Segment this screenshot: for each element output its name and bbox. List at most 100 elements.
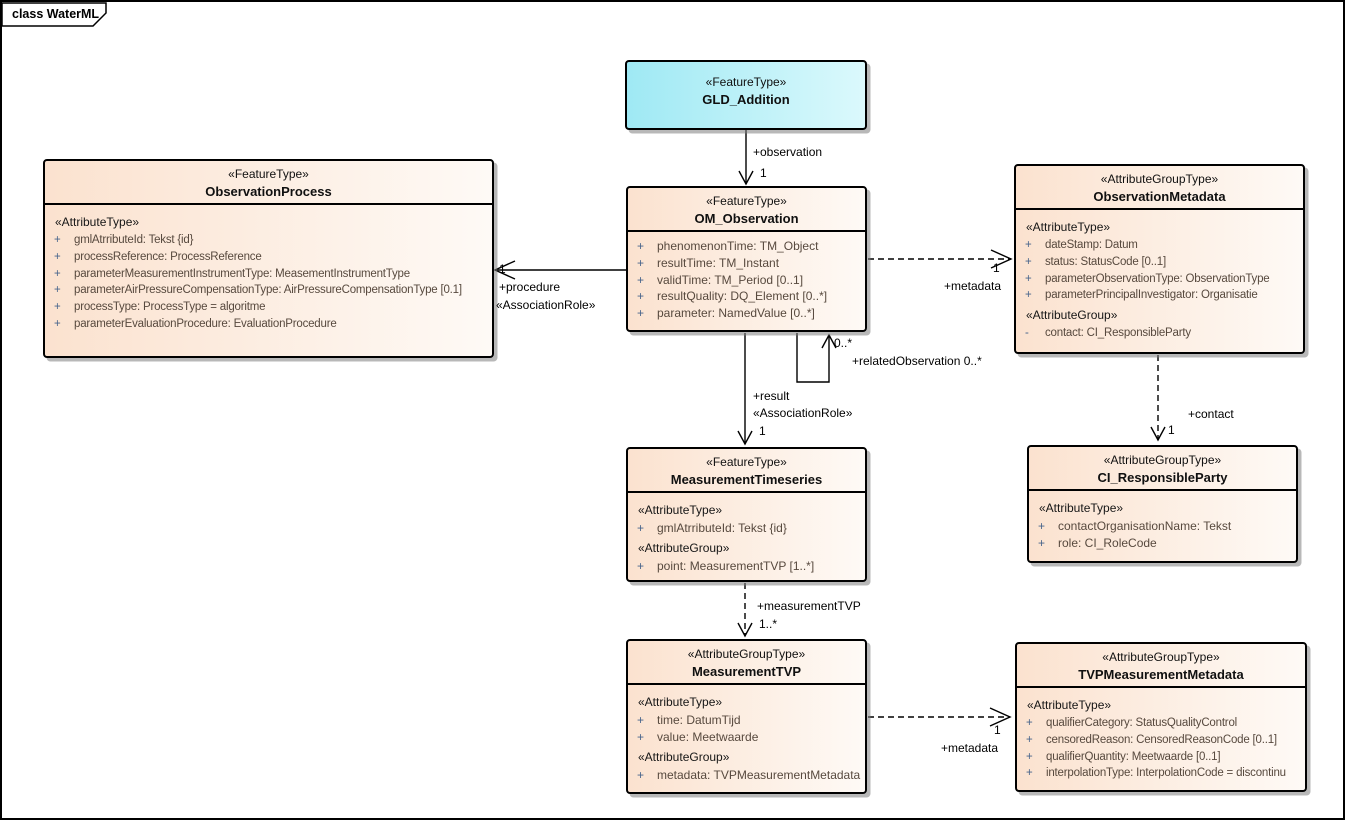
attribute-text: parameter: NamedValue [0..*]	[657, 306, 815, 321]
attribute-row: +time: DatumTijd	[634, 712, 861, 729]
role-label-procedure: +procedure	[499, 280, 561, 294]
multiplicity-measurement-tvp: 1..*	[759, 617, 778, 631]
multiplicity-procedure: 1	[499, 262, 506, 276]
class-ci-responsible-party[interactable]: «AttributeGroupType» CI_ResponsibleParty…	[1027, 445, 1298, 563]
role-label-measurement-tvp: +measurementTVP	[757, 599, 861, 613]
class-attributes: «AttributeType»+time: DatumTijd+value: M…	[628, 683, 865, 787]
attribute-text: parameterAirPressureCompensationType: Ai…	[74, 284, 462, 297]
visibility-sign: +	[637, 255, 645, 270]
attribute-text: point: MeasurementTVP [1..*]	[657, 558, 815, 573]
attribute-row: +qualifierQuantity: Meetwaarde [0..1]	[1023, 749, 1301, 766]
visibility-sign: +	[1026, 750, 1033, 763]
class-stereotype: «FeatureType»	[228, 167, 309, 181]
attribute-row: +resultTime: TM_Instant	[634, 255, 861, 272]
class-name: CI_ResponsibleParty	[1097, 470, 1228, 485]
attribute-row: + processReference: ProcessReference	[51, 249, 488, 266]
attribute-text: role: CI_RoleCode	[1058, 535, 1157, 550]
role-label-result: +result	[753, 389, 790, 403]
visibility-sign: +	[1026, 767, 1033, 780]
class-observation-process[interactable]: «FeatureType» ObservationProcess «Attrib…	[43, 159, 494, 358]
attribute-text: interpolationType: InterpolationCode = d…	[1046, 767, 1286, 780]
connector-measurement-tvp[interactable]	[737, 583, 753, 638]
attribute-row: +gmlAtrributeId: Tekst {id}	[51, 232, 488, 249]
section-heading: «AttributeType»	[1027, 698, 1112, 712]
stereotype-label-procedure: «AssociationRole»	[496, 298, 596, 312]
visibility-sign: +	[54, 250, 61, 263]
attribute-text: parameterMeasurementInstrumentType: Meas…	[74, 267, 410, 280]
class-measurement-timeseries[interactable]: «FeatureType» MeasurementTimeseries «Att…	[626, 447, 867, 582]
class-header: «AttributeGroupType» CI_ResponsibleParty	[1029, 447, 1296, 489]
attribute-row: +value: Meetwaarde	[634, 729, 861, 746]
section-heading: «AttributeGroup»	[638, 749, 730, 764]
attribute-row: + interpolationType: InterpolationCode = …	[1023, 765, 1301, 782]
attribute-row: + parameterPrincipalInvestigator: Organis…	[1022, 287, 1299, 304]
attribute-text: gmlAtrributeId: Tekst {id}	[74, 234, 194, 246]
class-header: «FeatureType» MeasurementTimeseries	[628, 449, 865, 491]
visibility-sign: +	[637, 272, 645, 287]
attribute-row: -contact: CI_ResponsibleParty	[1022, 325, 1299, 342]
visibility-sign: +	[1025, 289, 1032, 302]
attribute-text: censoredReason: CensoredReasonCode [0..1…	[1046, 733, 1277, 746]
class-stereotype: «AttributeGroupType»	[687, 647, 806, 661]
connector-result[interactable]	[737, 333, 753, 446]
connector-metadata-observation[interactable]	[868, 249, 1013, 269]
connector-related-observation[interactable]	[796, 333, 837, 383]
visibility-sign: +	[637, 713, 645, 727]
class-name: OM_Observation	[694, 211, 799, 226]
visibility-sign: +	[637, 767, 645, 782]
section-heading: «AttributeGroup»	[1026, 308, 1118, 323]
frame-tab	[2, 2, 107, 27]
class-header: «FeatureType» GLD_Addition	[627, 62, 865, 111]
visibility-sign: +	[637, 521, 645, 535]
class-name: GLD_Addition	[702, 92, 790, 107]
attribute-text: parameterPrincipalInvestigator: Organisa…	[1045, 289, 1258, 302]
class-measurement-tvp[interactable]: «AttributeGroupType» MeasurementTVP «Att…	[626, 639, 867, 794]
class-attributes: «AttributeType»+dateStamp: Datum+status:…	[1016, 208, 1303, 346]
attribute-text: processType: ProcessType = algoritme	[74, 301, 266, 314]
connector-metadata-tvp[interactable]	[868, 707, 1012, 727]
connector-contact[interactable]	[1150, 355, 1166, 442]
attribute-text: validTime: TM_Period [0..1]	[657, 272, 804, 287]
attribute-row: +resultQuality: DQ_Element [0..*]	[634, 288, 861, 305]
attribute-row: + role: CI_RoleCode	[1035, 535, 1292, 552]
class-attributes: «AttributeType»+gmlAtrributeId: Tekst {i…	[45, 203, 492, 337]
class-tvp-measurement-metadata[interactable]: «AttributeGroupType» TVPMeasurementMetad…	[1015, 642, 1307, 792]
section-heading: «AttributeType»	[1026, 220, 1111, 234]
class-stereotype: «FeatureType»	[706, 194, 787, 208]
multiplicity-related-observation: 0..*	[834, 336, 853, 350]
visibility-sign: +	[1026, 733, 1033, 746]
class-name: ObservationMetadata	[1093, 189, 1226, 204]
section-heading: «AttributeType»	[1039, 501, 1124, 515]
attribute-row: +gmlAtrributeId: Tekst {id}	[634, 520, 861, 537]
attribute-text: qualifierCategory: StatusQualityControl	[1046, 717, 1237, 729]
attribute-row: + processType: ProcessType = algoritme	[51, 299, 488, 316]
class-attributes: «AttributeType» + contactOrganisationName:…	[1029, 489, 1296, 556]
connector-procedure[interactable]	[493, 260, 626, 280]
attribute-text: processReference: ProcessReference	[74, 250, 262, 263]
role-label-related-observation: +relatedObservation 0..*	[852, 354, 982, 368]
class-attributes: «AttributeType»+gmlAtrributeId: Tekst {i…	[628, 491, 865, 579]
class-observation-metadata[interactable]: «AttributeGroupType» ObservationMetadata…	[1014, 164, 1305, 354]
connector-observation[interactable]	[738, 130, 754, 186]
class-attributes: +phenomenonTime: TM_Object+resultTime: T…	[628, 230, 865, 326]
attribute-text: status: StatusCode [0..1]	[1045, 255, 1166, 268]
class-header: «FeatureType» OM_Observation	[628, 188, 865, 230]
role-label-metadata-observation: +metadata	[944, 279, 1002, 293]
attribute-row: +phenomenonTime: TM_Object	[634, 238, 861, 255]
attribute-row: +parameterAirPressureCompensationType: A…	[51, 282, 488, 299]
visibility-sign: +	[1038, 535, 1046, 550]
class-om-observation[interactable]: «FeatureType» OM_Observation +phenomenon…	[626, 186, 867, 332]
section-heading: «AttributeType»	[55, 215, 140, 229]
class-name: MeasurementTVP	[691, 664, 802, 679]
attribute-text: contactOrganisationName: Tekst	[1058, 519, 1232, 533]
attribute-row: + metadata: TVPMeasurementMetadata	[634, 767, 861, 784]
attribute-text: phenomenonTime: TM_Object	[657, 239, 819, 253]
class-stereotype: «AttributeGroupType»	[1103, 453, 1222, 467]
class-header: «AttributeGroupType» ObservationMetadata	[1016, 166, 1303, 208]
attribute-text: metadata: TVPMeasurementMetadata	[657, 767, 861, 782]
visibility-sign: +	[54, 301, 61, 314]
class-gld-addition[interactable]: «FeatureType» GLD_Addition	[625, 60, 867, 130]
attribute-row: + censoredReason: CensoredReasonCode [0..…	[1023, 732, 1301, 749]
